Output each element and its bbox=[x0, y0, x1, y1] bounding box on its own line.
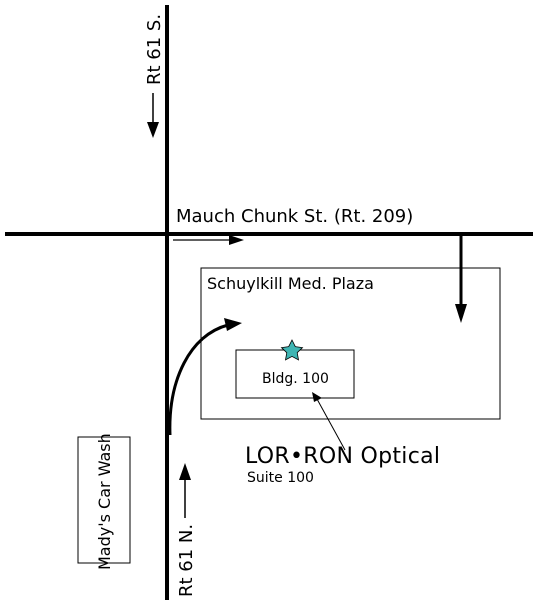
plaza-entrance-arrow-icon bbox=[455, 236, 467, 323]
car-wash-outline bbox=[77, 436, 131, 564]
mauch-chunk-label: Mauch Chunk St. (Rt. 209) bbox=[176, 206, 413, 227]
star-icon bbox=[280, 339, 304, 361]
car-wash-label: Mady's Car Wash bbox=[95, 433, 114, 570]
plaza-label: Schuylkill Med. Plaza bbox=[207, 274, 374, 293]
destination-suite: Suite 100 bbox=[247, 470, 314, 486]
rt61-north-label: Rt 61 N. bbox=[176, 524, 197, 597]
rt61-turn-arrow-icon bbox=[168, 318, 242, 436]
building-label: Bldg. 100 bbox=[262, 371, 329, 387]
rt61-south-label: Rt 61 S. bbox=[144, 14, 165, 85]
northbound-arrow-icon bbox=[179, 463, 191, 518]
pointer-arrow-icon bbox=[312, 392, 346, 451]
southbound-arrow-icon bbox=[147, 93, 159, 138]
destination-name: LOR•RON Optical bbox=[245, 444, 440, 469]
plaza-outline bbox=[200, 267, 501, 420]
eastbound-arrow-icon bbox=[173, 235, 244, 245]
